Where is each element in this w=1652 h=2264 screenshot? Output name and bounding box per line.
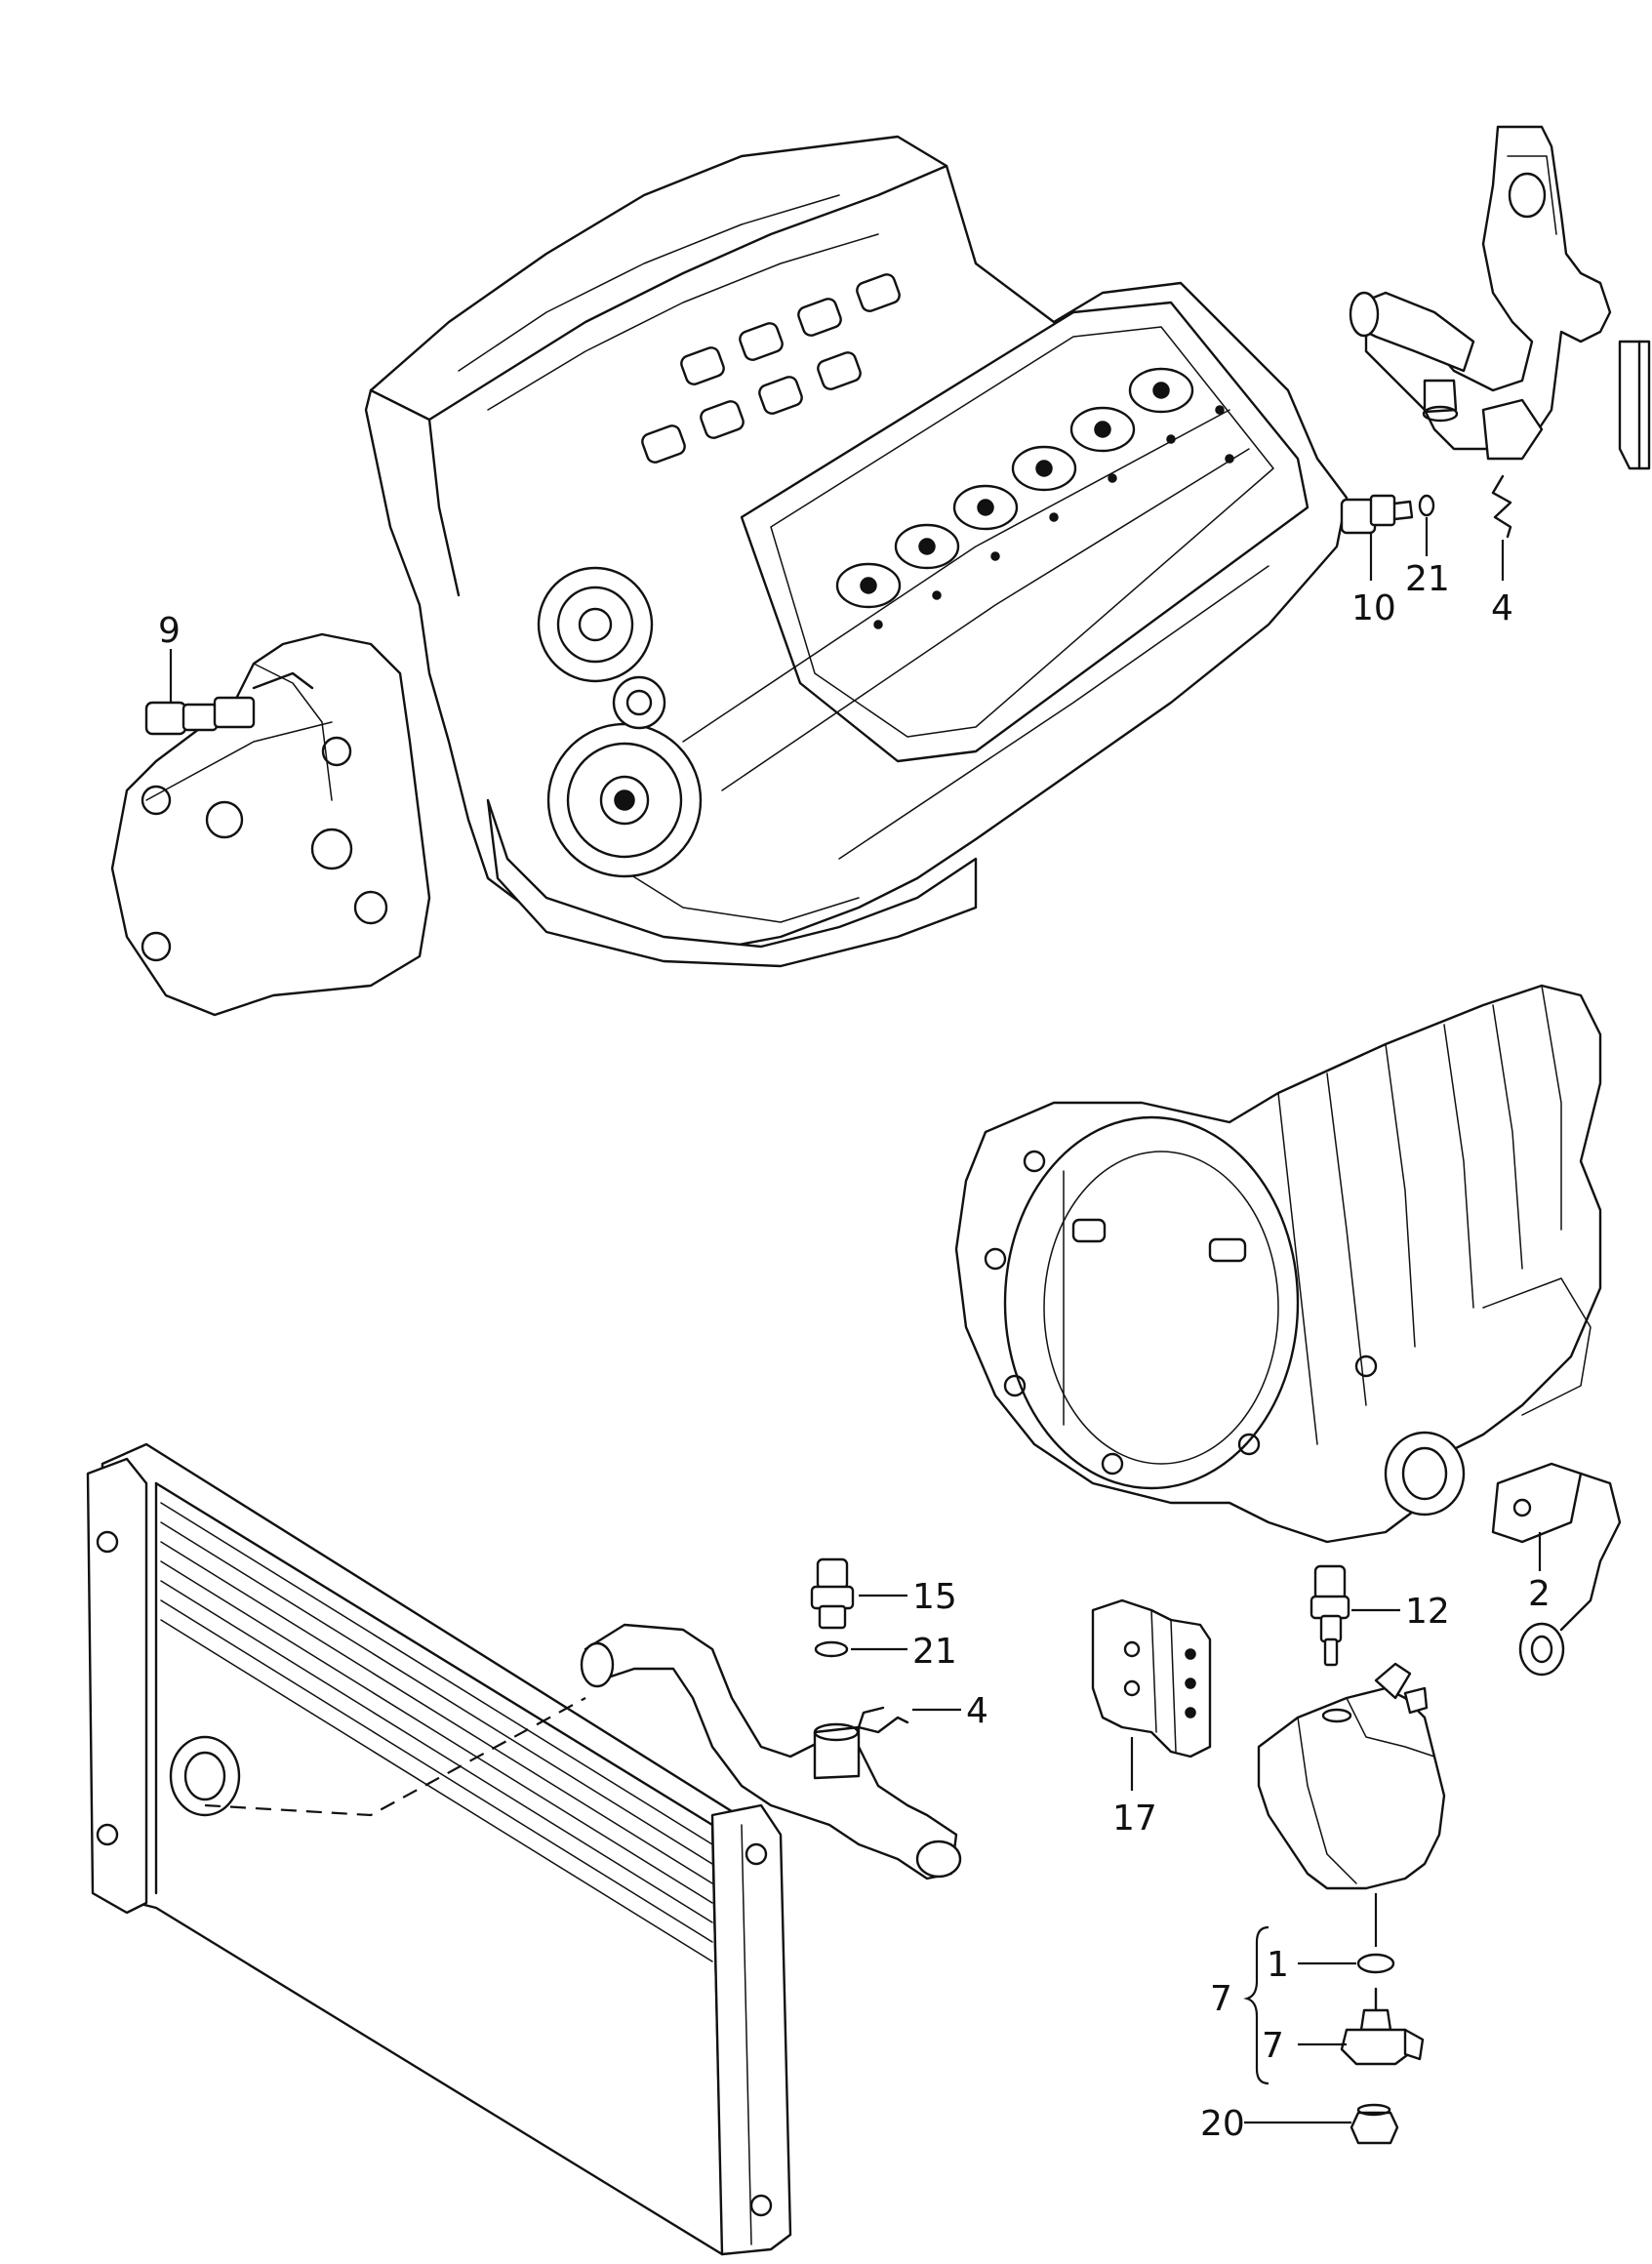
sensor-12 [1310, 1564, 1350, 1667]
intake-ports [641, 273, 901, 464]
sensor-15 [810, 1557, 855, 1630]
coolant-pipe-top [1349, 125, 1651, 470]
clip-4-top [1491, 474, 1512, 539]
level-sender-7 [1340, 1987, 1425, 2066]
callout-7-item: 7 [1262, 2026, 1284, 2066]
callout-4-top: 4 [1491, 588, 1513, 628]
callout-20: 20 [1200, 2104, 1245, 2144]
engine-block [364, 135, 1349, 968]
callout-12: 12 [1405, 1592, 1450, 1632]
clip-4-bottom [857, 1706, 909, 1734]
bracket-left [110, 632, 431, 1017]
coolant-hose-bottom [580, 1623, 962, 1880]
crank-pulley [546, 722, 703, 878]
sensor-9 [144, 671, 314, 736]
callout-7-group: 7 [1210, 1979, 1232, 2019]
seal-21-bottom [814, 1640, 849, 1658]
upper-pulley [537, 566, 654, 683]
radiator [86, 1442, 792, 2256]
group-brace-7 [1243, 1925, 1269, 2085]
callout-21-top: 21 [1405, 559, 1450, 599]
callout-9: 9 [158, 611, 181, 651]
callout-15: 15 [912, 1577, 957, 1617]
nut-20 [1350, 2103, 1399, 2145]
callout-4-bottom: 4 [966, 1691, 988, 1731]
radiator-fins [160, 1502, 713, 1962]
cover-bolts [873, 405, 1234, 629]
expansion-reservoir [1257, 1662, 1446, 1890]
seal-21-top [1418, 494, 1435, 517]
idler-pulley [612, 675, 666, 730]
hose-connection-dashed [204, 1697, 586, 1817]
bracket-17 [1091, 1598, 1212, 1759]
sensor-2 [1491, 1462, 1622, 1677]
callout-2: 2 [1528, 1574, 1551, 1614]
oring-1 [1356, 1953, 1395, 1974]
callout-17: 17 [1112, 1799, 1157, 1839]
callout-1: 1 [1267, 1945, 1289, 1985]
callout-21-bottom: 21 [912, 1632, 957, 1672]
callout-10: 10 [1351, 588, 1396, 628]
sensor-10 [1340, 494, 1414, 535]
transmission [954, 984, 1602, 1544]
spark-plug-wells [835, 367, 1194, 609]
